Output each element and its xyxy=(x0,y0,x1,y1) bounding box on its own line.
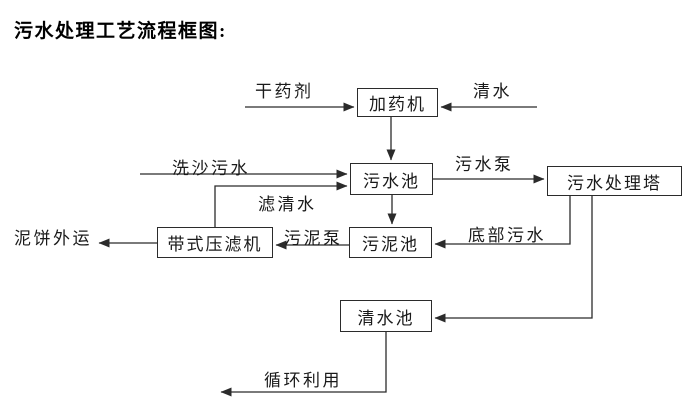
node-sewage-pool-label: 污水池 xyxy=(363,171,420,191)
flow-label-sludge-pump: 污泥泵 xyxy=(284,229,343,248)
node-dosing-machine-label: 加药机 xyxy=(369,95,426,114)
flow-label-clean-water: 清水 xyxy=(473,82,512,101)
node-belt-filter-press-label: 带式压滤机 xyxy=(167,235,263,254)
node-treatment-tower: 污水处理塔 xyxy=(547,166,682,196)
node-belt-filter-press: 带式压滤机 xyxy=(157,227,273,258)
flow-label-dry-agent: 干药剂 xyxy=(255,82,314,101)
flow-label-bottom-sewage: 底部污水 xyxy=(468,226,546,245)
edge-filtered-water-press-to-sewage-pool xyxy=(214,181,348,227)
node-clean-water-pool-label: 清水池 xyxy=(357,308,415,328)
edge-clean-water-pool-to-recycle xyxy=(220,332,387,397)
flow-label-sewage-pump: 污水泵 xyxy=(455,155,514,174)
node-sludge-pool: 污泥池 xyxy=(349,227,432,258)
edge-bottom-sewage-tower-to-sludge-pool xyxy=(434,196,571,249)
node-clean-water-pool: 清水池 xyxy=(340,300,432,332)
flow-label-mud-cake-out: 泥饼外运 xyxy=(14,229,92,248)
node-sludge-pool-label: 污泥池 xyxy=(362,235,419,254)
edge-tower-to-clean-water-pool xyxy=(434,196,593,323)
flow-label-recycle-use: 循环利用 xyxy=(264,371,342,390)
flow-label-filtered-water: 滤清水 xyxy=(258,195,317,214)
page-title: 污水处理工艺流程框图: xyxy=(14,21,227,42)
node-treatment-tower-label: 污水处理塔 xyxy=(567,173,662,193)
node-dosing-machine: 加药机 xyxy=(357,88,438,117)
flow-label-sand-wash-sewage: 洗沙污水 xyxy=(172,159,250,178)
node-sewage-pool: 污水池 xyxy=(350,163,433,195)
